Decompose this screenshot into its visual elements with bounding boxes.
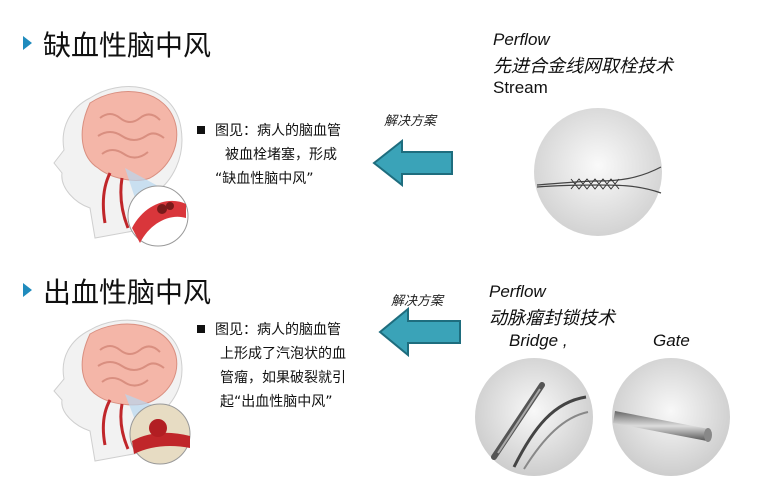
section2-desc-line3: 管瘤，如果破裂就引 xyxy=(220,370,346,386)
section1-desc-line2: 被血栓堵塞，形成 xyxy=(225,147,337,163)
brain-illustration-ischemic xyxy=(50,78,200,248)
stent-image xyxy=(533,107,663,237)
product1-brand: Perflow xyxy=(493,30,550,49)
section1-solve-label: 解决方案 xyxy=(384,114,437,129)
left-arrow-icon-2 xyxy=(378,307,462,357)
product1-name-en: Stream xyxy=(493,78,548,97)
bridge-device-image xyxy=(474,357,594,477)
section2-desc-line2: 上形成了汽泡状的血 xyxy=(220,346,346,362)
section1-description: 图见：病人的脑血管 被血栓堵塞，形成 “缺血性脑中风” xyxy=(197,119,377,191)
section1-desc-line1: 图见：病人的脑血管 xyxy=(197,119,377,143)
left-arrow-icon-1 xyxy=(372,139,454,187)
section2-desc-line1: 图见：病人的脑血管 xyxy=(197,318,377,342)
section2-description: 图见：病人的脑血管 上形成了汽泡状的血 管瘤，如果破裂就引 起“出血性脑中风” xyxy=(197,318,377,414)
brain-illustration-hemorrhagic xyxy=(50,316,200,466)
square-bullet-icon xyxy=(197,126,205,134)
product2-brand: Perflow xyxy=(489,282,546,301)
section2-solve-label: 解决方案 xyxy=(391,294,444,309)
section2-bullet-icon xyxy=(23,283,32,297)
gate-device-image xyxy=(611,357,731,477)
product1-name-cn: 先进合金线网取栓技术 xyxy=(493,56,673,77)
product2-name-cn: 动脉瘤封锁技术 xyxy=(489,308,615,329)
section1-bullet-icon xyxy=(23,36,32,50)
section1-desc-line3: “缺血性脑中风” xyxy=(215,171,314,187)
section2-desc-line4: 起“出血性脑中风” xyxy=(220,394,333,410)
section1-title: 缺血性脑中风 xyxy=(43,29,212,62)
section2-title: 出血性脑中风 xyxy=(43,276,212,309)
square-bullet-icon xyxy=(197,325,205,333)
product2-item-bridge: Bridge , xyxy=(509,331,568,350)
product2-item-gate: Gate xyxy=(653,331,690,350)
